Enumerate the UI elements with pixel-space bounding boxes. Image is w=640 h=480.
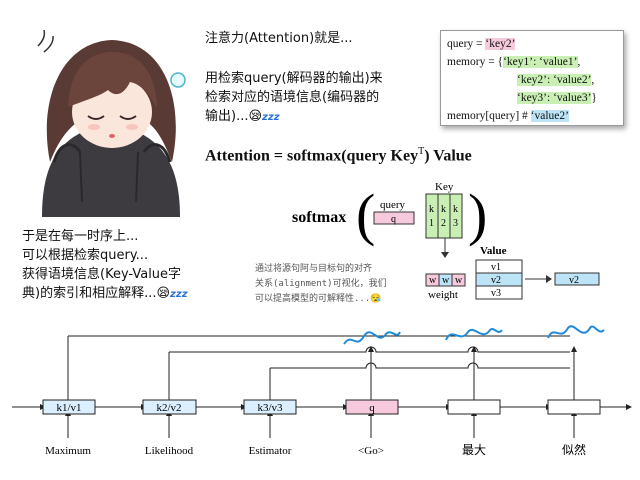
dec-box-q <box>345 399 399 415</box>
intro-line-1: 用检索query(解码器的输出)来 <box>205 71 383 86</box>
key-cell-num: 1 <box>429 218 434 229</box>
key-cell-num: 3 <box>453 218 458 229</box>
left-line-3: 获得语境信息(Key-Value字 <box>22 267 182 282</box>
weight-cell-3 <box>451 273 466 287</box>
softmax-label: softmax <box>292 209 346 226</box>
input-label-3: Estimator <box>249 445 292 457</box>
enc-label-1: k1/v1 <box>56 402 81 414</box>
input-label-4: <Go> <box>358 445 384 457</box>
enc-label-2: k2/v2 <box>156 402 181 414</box>
sleepy-girl-illustration <box>37 29 186 217</box>
enc-label-3: k3/v3 <box>257 402 283 414</box>
dec-label-q: q <box>369 402 375 414</box>
weight-cell-text: w <box>442 275 450 286</box>
input-label-1: Maximum <box>45 445 91 457</box>
intro-line-3-text: 输出)... <box>205 109 249 124</box>
intro-line-3: 输出)...😪zzz <box>205 108 280 127</box>
attention-waves <box>343 325 605 345</box>
code-line-2: memory = {‘key1’: ‘value1’, <box>447 56 581 68</box>
note-line-3: 可以提高模型的可解释性...😪 <box>255 294 382 304</box>
query-value: ‘key2’ <box>485 38 516 50</box>
result-value: ‘value2’ <box>530 110 569 122</box>
weight-cell-text: w <box>455 275 463 286</box>
enc-box-1 <box>42 399 96 415</box>
left-line-1: 于是在每一时序上... <box>22 229 139 244</box>
note-line-2: 关系(alignment)可视化，我们 <box>255 279 387 289</box>
dec-box-3 <box>547 399 601 415</box>
intro-line-2: 检索对应的语境信息(编码器的 <box>205 90 380 105</box>
note-line-1: 通过将源句阿与目标句的对齐 <box>255 264 373 274</box>
weight-cell-text: w <box>429 275 437 286</box>
code-line-1: query = ‘key2’ <box>447 38 516 50</box>
output-cell-text: v2 <box>569 275 579 286</box>
key-cell-letter: k <box>453 204 458 215</box>
zzz-icon: zzz <box>262 112 280 123</box>
code-line-5: memory[query] # ‘value2’ <box>447 110 569 122</box>
key-cell-2 <box>437 193 451 239</box>
memory-code-box: query = ‘key2’ memory = {‘key1’: ‘value1… <box>440 30 624 126</box>
code-line-3: ‘key2’: ‘value2’, <box>517 74 595 86</box>
input-label-6: 似然 <box>562 442 586 457</box>
enc-box-3 <box>243 399 297 415</box>
output-cell <box>554 272 600 286</box>
sleepy-emoji: 😪 <box>370 294 382 304</box>
key-cell-num: 2 <box>441 218 446 229</box>
alignment-note: 通过将源句阿与目标句的对齐 关系(alignment)可视化，我们 可以提高模型… <box>255 262 425 307</box>
memory-entry-1: ‘key1’: ‘value1’ <box>503 56 578 68</box>
left-line-4: 典)的索引和相应解释...😪zzz <box>22 286 188 301</box>
value-cell-3 <box>475 285 523 300</box>
attention-formula: Attention = softmax(query KeyT) Value <box>205 146 472 165</box>
key-cell-3 <box>449 193 463 239</box>
sleepy-emoji: 😪 <box>156 286 171 301</box>
query-cell <box>373 211 415 225</box>
intro-title: 注意力(Attention)就是... <box>205 31 353 46</box>
key-cell-letter: k <box>441 204 446 215</box>
weight-label: weight <box>428 289 458 301</box>
query-cell-text: q <box>391 214 396 225</box>
key-cell-letter: k <box>429 204 434 215</box>
value-label: Value <box>480 245 507 257</box>
input-label-5: 最大 <box>462 443 486 457</box>
right-paren: ) <box>468 182 487 247</box>
value-column: v1 v2 v3 <box>475 259 523 300</box>
key-cell-1 <box>425 193 439 239</box>
memory-entry-3: ‘key3’: ‘value3’ <box>517 92 592 104</box>
value-cell-text: v2 <box>491 275 501 286</box>
sleepy-emoji: 😪 <box>248 109 263 124</box>
left-line-2: 可以根据检索query... <box>22 248 149 263</box>
memory-entry-2-key: ‘key2’: ‘value2’ <box>517 74 592 86</box>
enc-box-2 <box>142 399 197 415</box>
key-label: Key <box>435 181 454 193</box>
dec-box-2 <box>447 399 501 415</box>
value-cell-text: v1 <box>491 262 501 273</box>
query-label: query <box>380 199 406 211</box>
seq2seq-attention-diagram: k1/v1 k2/v2 k3/v3 q Maximum Likelihood E… <box>12 325 632 457</box>
input-label-2: Likelihood <box>145 445 194 457</box>
left-paren: ( <box>356 182 375 247</box>
zzz-icon: zzz <box>170 289 188 300</box>
value-cell-text: v3 <box>491 288 501 299</box>
code-line-4: ‘key3’: ‘value3’} <box>517 92 597 104</box>
